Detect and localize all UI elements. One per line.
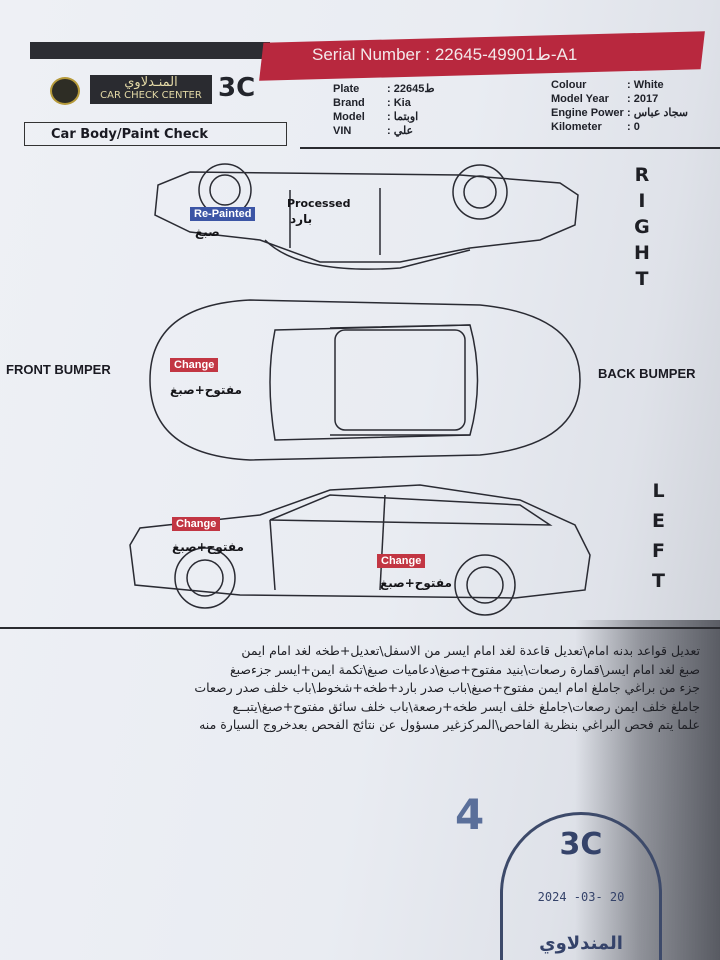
back-bumper-label: BACK BUMPER: [598, 366, 696, 381]
letter: F: [652, 540, 665, 562]
colour-label: Colour: [551, 79, 587, 91]
letter: I: [638, 190, 646, 212]
front-bumper-label: FRONT BUMPER: [6, 362, 111, 377]
letter: L: [652, 480, 665, 502]
info-right: Colour : White Model Year : 2017 Engine Po…: [551, 78, 711, 134]
page-number: 4: [455, 790, 485, 839]
car-right-side-view: [154, 163, 579, 270]
stamp-date: 2024 -03- 20: [537, 890, 625, 904]
model-year-label: Model Year: [551, 93, 609, 105]
serial-number: Serial Number : ط49901-22645-A1: [312, 45, 577, 65]
change-tag-top: Change: [170, 358, 219, 372]
model-label: Model: [333, 111, 365, 123]
info-left: Plate : ط22645 Brand : Kia Model : اوبتما V…: [333, 82, 435, 138]
inspection-notes: تعديل قواعد بدنه امام\تعديل قاعدة لغد ام…: [70, 642, 700, 735]
logo-arabic: المنـدلاوي: [124, 75, 178, 90]
repainted-tag: Re-Painted: [190, 207, 256, 221]
model-value: : اوبتما: [387, 111, 419, 123]
letter: E: [652, 510, 665, 532]
vin-label: VIN: [333, 125, 352, 137]
wheel: [452, 164, 508, 220]
wheel: [174, 547, 236, 609]
colour-value: : White: [627, 79, 664, 91]
logo-english: CAR CHECK CENTER: [100, 90, 202, 101]
plate-label: Plate: [333, 83, 360, 95]
logo-emblem-icon: [50, 77, 80, 105]
change-tag-left-door: Change: [377, 554, 426, 568]
change-note-top: مفتوح+صبغ: [170, 383, 242, 397]
vin-value: : علي: [387, 125, 414, 137]
processed-note: بارد: [290, 212, 313, 226]
letter: T: [652, 570, 665, 592]
brand-value: : Kia: [387, 97, 411, 109]
serial-label: Serial Number :: [312, 45, 431, 64]
header-divider: [300, 147, 720, 149]
engine-power-label: Engine Power: [551, 107, 624, 119]
note-line: صبغ لغد امام ايسر\قمارة رصعات\بنيد مفتوح…: [230, 661, 700, 677]
header-dark-bar: [30, 42, 270, 59]
letter: T: [635, 268, 649, 290]
stamp-logo: 3C: [559, 827, 603, 862]
letter: R: [634, 164, 650, 186]
car-diagrams: [129, 163, 591, 616]
note-line: جزء من براغي جاملغ امام ايمن مفتوح+صبغ\ب…: [194, 680, 700, 695]
brand-label: Brand: [333, 97, 365, 109]
letter: G: [634, 216, 650, 238]
change-note-left-door: مفتوح+صبغ: [380, 576, 452, 590]
change-note-left-front: مفتوح+صبغ: [172, 540, 244, 554]
kilometer-label: Kilometer: [551, 121, 602, 133]
stamp-name: المندلاوي: [539, 933, 623, 954]
section-title: Car Body/Paint Check: [24, 122, 287, 146]
kilometer-value: : 0: [627, 121, 640, 133]
repainted-note: صبغ: [195, 225, 220, 239]
note-line: تعديل قواعد بدنه امام\تعديل قاعدة لغد ام…: [241, 643, 700, 658]
notes-divider: [0, 627, 720, 629]
car-top-view: [149, 299, 581, 461]
logo-3c: 3C: [218, 73, 256, 103]
stamp: 3C 2024 -03- 20 المندلاوي: [500, 812, 662, 960]
note-line: جاملغ خلف ايمن رصعات\جاملغ خلف ايسر طخه+…: [232, 698, 700, 714]
engine-power-value: : سجاد عباس: [627, 107, 689, 119]
serial-value: ط49901-22645-A1: [434, 45, 578, 64]
car-left-side-view: [129, 484, 591, 616]
model-year-value: : 2017: [627, 93, 659, 105]
processed-tag: Processed: [287, 197, 351, 210]
letter: H: [634, 242, 650, 264]
note-line: علما يتم فحص البراغي بنظرية الفاحص\المرك…: [199, 717, 700, 732]
plate-value: : ط22645: [387, 83, 435, 95]
wheel: [454, 554, 516, 616]
change-tag-left-front: Change: [172, 517, 221, 531]
